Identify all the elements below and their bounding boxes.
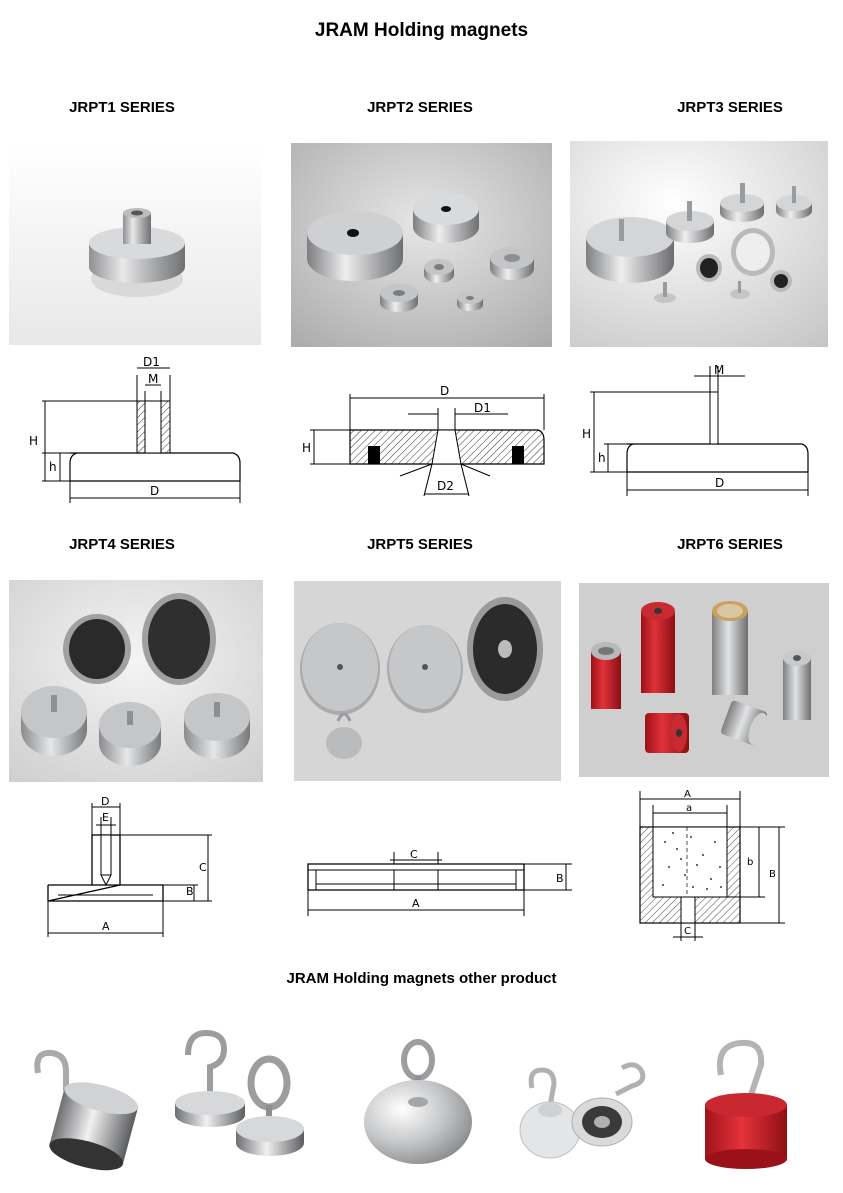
other-product-white-hooks xyxy=(510,1050,670,1165)
jrpt5-dim-a: A xyxy=(412,897,420,910)
jrpt6-dim-a-lower: a xyxy=(686,803,692,814)
jrpt1-photo xyxy=(9,143,261,345)
jrpt1-diagram: D1 M H h D xyxy=(25,353,255,508)
jrpt3-dim-d: D xyxy=(715,476,724,490)
other-product-hook-eyebolt xyxy=(170,1025,340,1170)
jrpt4-dim-c: C xyxy=(199,861,207,874)
jrpt6-diagram: A a b B C xyxy=(625,787,790,942)
jrpt6-dim-b-lower: b xyxy=(747,857,753,868)
jrpt6-dim-c: C xyxy=(684,926,691,937)
jrpt4-dim-e: E xyxy=(102,811,109,824)
jrpt5-dim-c: C xyxy=(410,848,418,861)
series-title-jrpt5: JRPT5 SERIES xyxy=(367,536,473,553)
jrpt3-photo xyxy=(570,141,828,347)
jrpt5-photo xyxy=(294,581,561,781)
jrpt5-diagram: C B A xyxy=(300,840,578,920)
jrpt2-diagram: D D1 H D2 xyxy=(298,380,558,500)
jrpt1-dim-h: H xyxy=(29,434,38,448)
jrpt6-dim-b-upper: B xyxy=(769,869,776,880)
other-product-red-hook xyxy=(695,1035,795,1170)
other-product-hook-cylinder xyxy=(8,1025,158,1175)
jrpt2-photo xyxy=(291,143,552,347)
jrpt5-dim-b: B xyxy=(556,872,564,885)
jrpt1-dim-d: D xyxy=(150,484,159,498)
jrpt2-dim-h: H xyxy=(302,441,311,455)
jrpt3-diagram: M H h D xyxy=(580,362,815,500)
jrpt4-photo xyxy=(9,580,263,782)
jrpt6-dim-a-upper: A xyxy=(684,789,691,800)
jrpt4-dim-a: A xyxy=(102,920,110,933)
jrpt3-dim-h: H xyxy=(582,427,591,441)
jrpt4-dim-d: D xyxy=(101,795,109,808)
series-title-jrpt3: JRPT3 SERIES xyxy=(677,99,783,116)
jrpt3-dim-m: M xyxy=(714,363,724,377)
series-title-jrpt2: JRPT2 SERIES xyxy=(367,99,473,116)
page-title: JRAM Holding magnets xyxy=(314,20,529,41)
jrpt1-dim-m: M xyxy=(148,372,158,386)
other-product-eye-pot-magnet xyxy=(360,1030,480,1170)
jrpt1-dim-d1: D1 xyxy=(143,355,160,369)
jrpt3-dim-h-small: h xyxy=(598,451,606,465)
series-title-jrpt1: JRPT1 SERIES xyxy=(69,99,175,116)
series-title-jrpt6: JRPT6 SERIES xyxy=(677,536,783,553)
jrpt2-dim-d2: D2 xyxy=(437,479,454,493)
series-title-jrpt4: JRPT4 SERIES xyxy=(69,536,175,553)
jrpt2-dim-d: D xyxy=(440,384,449,398)
jrpt1-dim-h-small: h xyxy=(49,460,57,474)
jrpt4-dim-b: B xyxy=(186,885,194,898)
jrpt4-diagram: D E C B A xyxy=(30,795,220,940)
jrpt2-dim-d1: D1 xyxy=(474,401,491,415)
jrpt6-photo xyxy=(579,583,829,777)
other-products-title: JRAM Holding magnets other product xyxy=(286,970,557,987)
